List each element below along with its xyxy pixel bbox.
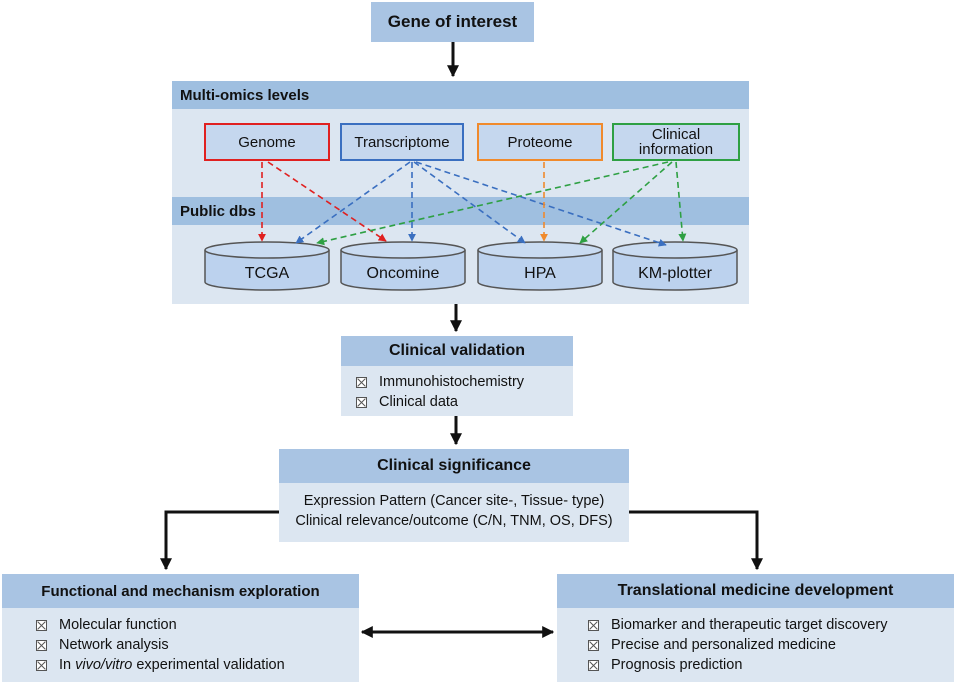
functional-list: Molecular function Network analysis In v…: [36, 615, 356, 675]
clinical-significance-title: Clinical significance: [377, 457, 531, 474]
checkbox-icon: [588, 659, 599, 671]
genome-box: Genome: [204, 123, 330, 161]
multiomics-title: Multi-omics levels: [180, 87, 310, 104]
item-italic: vivo/vitro: [75, 657, 133, 673]
list-item-label: Prognosis prediction: [611, 657, 743, 673]
translational-title: Translational medicine development: [617, 582, 894, 599]
functional-title: Functional and mechanism exploration: [41, 582, 320, 600]
checkbox-icon: [356, 376, 367, 388]
km-plotter-label: KM-plotter: [638, 265, 712, 282]
item-suffix: experimental validation: [132, 657, 285, 673]
list-item: Clinical data: [356, 392, 566, 412]
oncomine-database-icon: [340, 241, 466, 291]
list-item-label: Immunohistochemistry: [379, 374, 525, 390]
public-dbs-title: Public dbs: [180, 203, 256, 220]
list-item: Prognosis prediction: [588, 655, 948, 675]
hpa-database-icon: [477, 241, 603, 291]
transcriptome-label: Transcriptome: [354, 133, 450, 151]
clinical-validation-list: Immunohistochemistry Clinical data: [356, 372, 566, 412]
gene-of-interest-box: Gene of interest: [371, 2, 534, 42]
checkbox-icon: [356, 396, 367, 408]
translational-header: Translational medicine development: [557, 574, 954, 608]
clinical-to-hpa-arrow: [579, 161, 673, 244]
oncomine-label: Oncomine: [367, 265, 440, 282]
checkbox-icon: [588, 619, 599, 631]
translational-list: Biomarker and therapeutic target discove…: [588, 615, 948, 675]
list-item: In vivo/vitro experimental validation: [36, 655, 356, 675]
genome-label: Genome: [238, 133, 296, 151]
clinical-information-label: Clinical information: [638, 126, 714, 158]
clinical-to-tcga-arrow: [316, 161, 669, 246]
list-item: Biomarker and therapeutic target discove…: [588, 615, 948, 635]
list-item-label: Biomarker and therapeutic target discove…: [611, 617, 888, 633]
clinical-validation-title: Clinical validation: [388, 342, 526, 359]
checkbox-icon: [36, 659, 47, 671]
tcga-label: TCGA: [245, 265, 290, 282]
clinical-validation-header: Clinical validation: [341, 336, 573, 366]
list-item-label: Network analysis: [59, 637, 169, 653]
transcriptome-to-tcga-arrow: [295, 161, 411, 244]
checkbox-icon: [588, 639, 599, 651]
multiomics-header: Multi-omics levels: [172, 81, 749, 109]
tcga-database-icon: [204, 241, 330, 291]
significance-to-functional-arrow: [160, 510, 279, 571]
transcriptome-to-hpa-arrow: [413, 161, 526, 244]
public-dbs-header: Public dbs: [172, 197, 749, 225]
genome-to-oncomine-arrow: [267, 161, 387, 242]
transcriptome-box: Transcriptome: [340, 123, 464, 161]
list-item: Immunohistochemistry: [356, 372, 566, 392]
list-item-label: In vivo/vitro experimental validation: [59, 657, 285, 673]
list-item: Network analysis: [36, 635, 356, 655]
list-item: Molecular function: [36, 615, 356, 635]
list-item: Precise and personalized medicine: [588, 635, 948, 655]
list-item-label: Precise and personalized medicine: [611, 637, 836, 653]
significance-to-translational-arrow: [629, 510, 763, 571]
clinical-to-km-plotter-arrow: [675, 161, 687, 242]
clinical-significance-header: Clinical significance: [279, 449, 629, 483]
proteome-label: Proteome: [507, 133, 573, 151]
item-prefix: In: [59, 657, 76, 673]
gene-of-interest-label: Gene of interest: [387, 12, 518, 31]
transcriptome-to-km-plotter-arrow: [415, 161, 667, 247]
significance-line: Expression Pattern (Cancer site-, Tissue…: [303, 493, 605, 509]
clinical-significance-body: Expression Pattern (Cancer site-, Tissue…: [279, 491, 629, 531]
list-item-label: Clinical data: [379, 394, 458, 410]
list-item-label: Molecular function: [59, 617, 177, 633]
significance-line: Clinical relevance/outcome (C/N, TNM, OS…: [295, 513, 613, 529]
functional-header: Functional and mechanism exploration: [2, 574, 359, 608]
km-plotter-database-icon: [612, 241, 738, 291]
clinical-information-box: Clinical information: [612, 123, 740, 161]
checkbox-icon: [36, 639, 47, 651]
proteome-box: Proteome: [477, 123, 603, 161]
checkbox-icon: [36, 619, 47, 631]
hpa-label: HPA: [524, 265, 556, 282]
